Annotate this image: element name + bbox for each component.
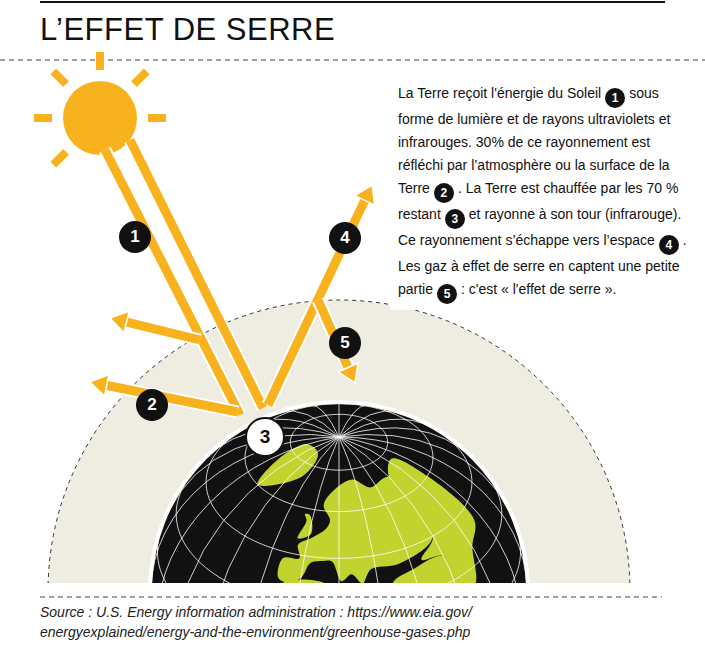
callout-number: 4	[659, 235, 679, 255]
reflected-ray-head	[110, 311, 129, 332]
top-rule	[40, 1, 665, 3]
callout-number: 5	[437, 284, 457, 304]
callout-number: 5	[329, 327, 361, 359]
callout-number: 3	[445, 209, 465, 229]
continent	[298, 514, 313, 539]
reflected-ray-edge	[104, 385, 238, 412]
incoming-ray-body	[130, 140, 263, 408]
atmosphere	[48, 300, 630, 583]
globe-rim	[150, 402, 528, 583]
trapped-ray-head	[338, 363, 358, 383]
title: L’EFFET DE SERRE	[40, 12, 335, 48]
emitted-ray-edge	[268, 198, 366, 405]
callout-number: 4	[329, 222, 361, 254]
sun-ray	[53, 71, 66, 84]
reflected-ray-body	[104, 385, 238, 412]
callout-number: 3	[245, 417, 285, 457]
emitted-ray-body	[268, 198, 366, 405]
emitted-ray	[268, 185, 375, 405]
continent	[388, 458, 476, 583]
reflected-ray-body	[124, 321, 200, 340]
reflected-ray-head	[90, 375, 109, 397]
graticule	[151, 403, 527, 583]
callout-number: 1	[605, 88, 625, 108]
radiation-arrows	[90, 140, 375, 415]
sun	[34, 52, 166, 165]
callout-number: 2	[434, 183, 454, 203]
explanation-text: sous forme de lumière et de rayons ultra…	[398, 85, 670, 196]
sun-ray	[34, 114, 52, 122]
ocean	[151, 403, 527, 583]
caption-divider	[40, 596, 662, 597]
incoming-ray	[130, 140, 263, 408]
sun-ray	[53, 152, 66, 165]
incoming-ray-edge	[130, 140, 263, 408]
sun-ray	[148, 114, 166, 122]
incoming-ray	[105, 150, 240, 415]
incoming-ray-edge	[105, 150, 240, 415]
reflected-ray	[110, 311, 200, 340]
emitted-ray-head	[355, 185, 375, 205]
sun-ray	[96, 52, 104, 70]
explanation-panel: La Terre reçoit l'énergie du Soleil1sous…	[390, 78, 695, 310]
incoming-ray-body	[105, 150, 240, 415]
title-divider	[0, 59, 705, 60]
source-caption: Source : U.S. Energy information adminis…	[40, 602, 610, 642]
sun-ray	[134, 71, 147, 84]
callout-number: 2	[136, 389, 168, 421]
callout-number: 1	[119, 221, 151, 253]
reflected-ray-edge	[124, 321, 200, 340]
explanation-text: La Terre reçoit l'énergie du Soleil	[398, 85, 601, 101]
explanation-text: : c'est « l'effet de serre ».	[461, 281, 616, 297]
earth-globe	[150, 402, 528, 583]
